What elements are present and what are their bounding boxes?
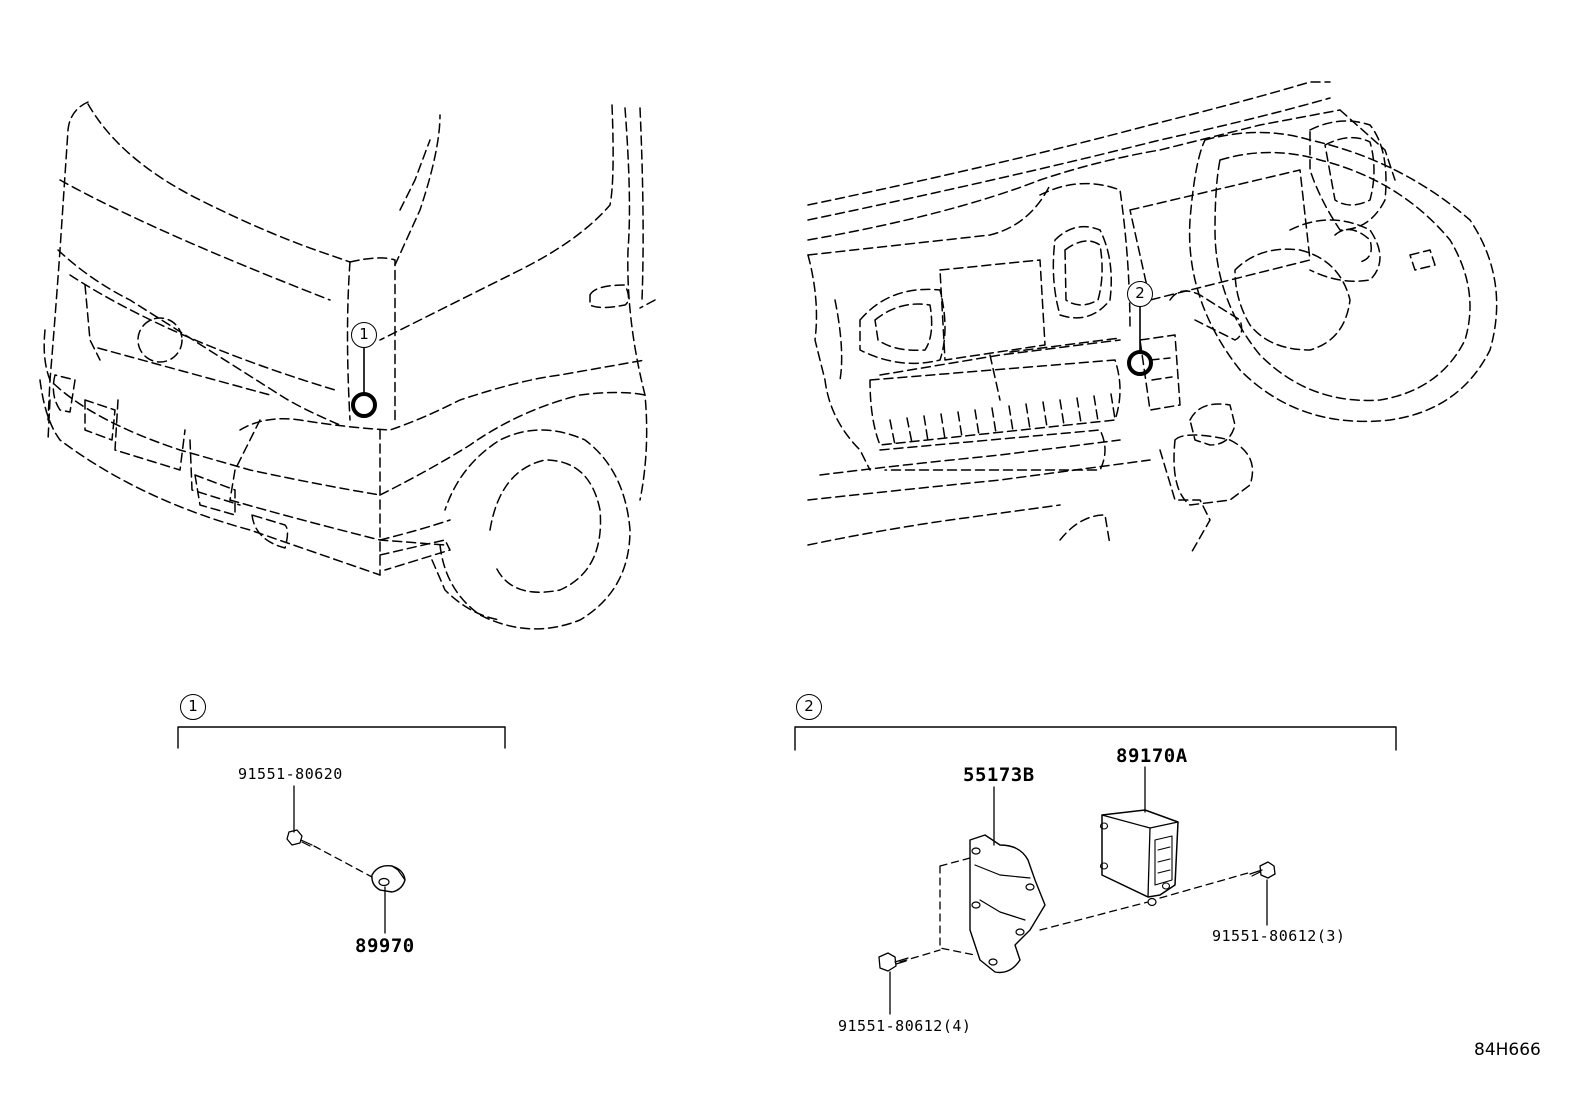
truck-front-illustration [39,101,656,630]
module-location-marker [1127,350,1153,376]
dashboard-illustration [807,81,1498,556]
bolt-icon [286,829,303,846]
bolt-right-icon [1259,861,1276,879]
bracket-icon [969,834,1046,974]
callout-1-marker: 1 [351,322,377,348]
part-label-bolt-left[interactable]: 91551-80612(4) [838,1017,972,1035]
part-label-sensor[interactable]: 89970 [355,935,415,957]
group2-bracket [794,726,1397,751]
group1-bracket [177,726,506,749]
sensor-icon [371,865,406,893]
part-label-bolt[interactable]: 91551-80620 [238,765,343,783]
group-1-marker: 1 [180,694,206,720]
part-label-bolt-right[interactable]: 91551-80612(3) [1212,927,1346,945]
diagram-code: 84H666 [1474,1040,1541,1060]
group2-parts [878,766,1276,1015]
part-label-bracket[interactable]: 55173B [963,764,1035,786]
part-label-module[interactable]: 89170A [1116,745,1188,767]
airbag-module-icon [1101,809,1179,898]
sensor-location-marker [351,392,377,418]
callout-2-marker: 2 [1127,281,1153,307]
group-2-marker: 2 [796,694,822,720]
group1-parts [286,785,406,934]
bolt-left-icon [878,952,897,972]
